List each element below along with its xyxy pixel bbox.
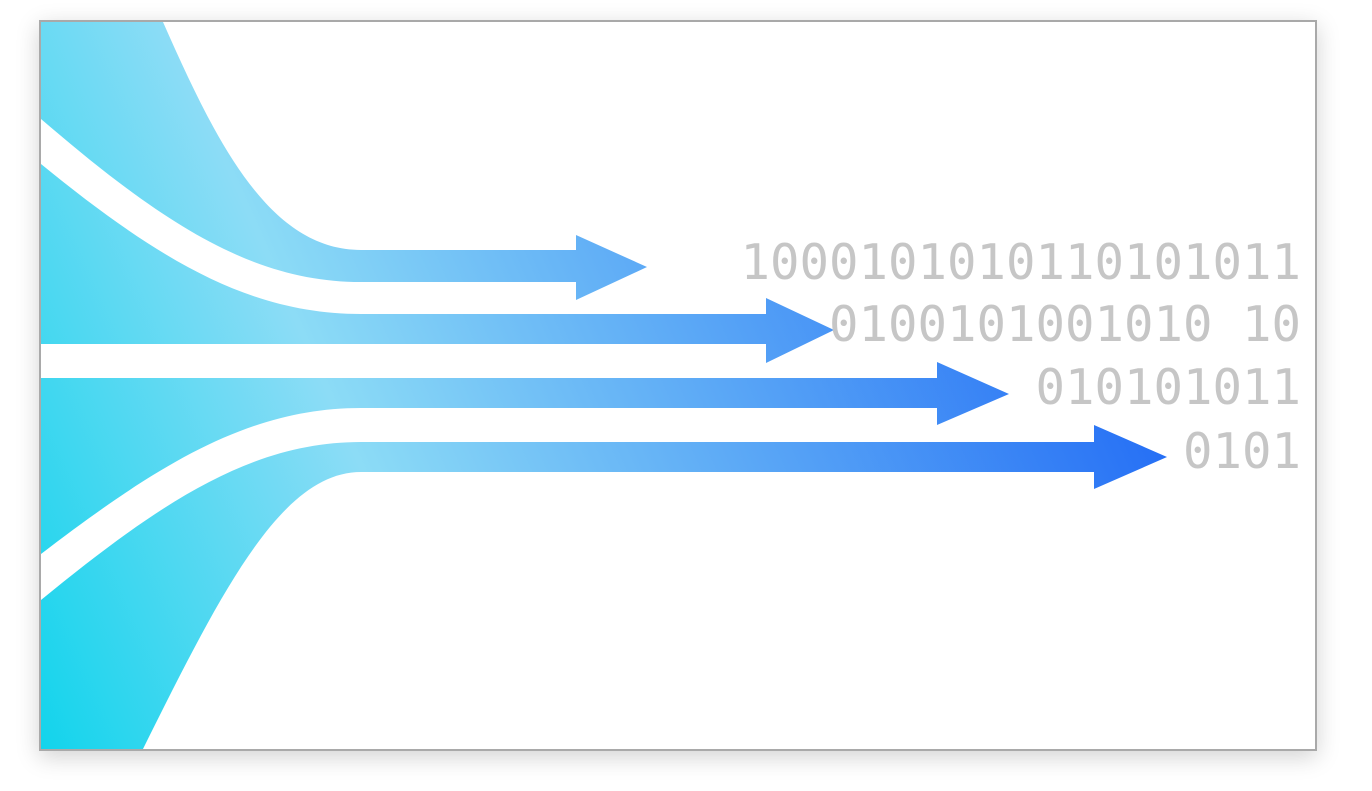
binary-string-1: 1000101010110101011: [740, 234, 1301, 291]
flow-band-2: [41, 164, 834, 363]
flow-band-1: [41, 22, 647, 300]
flow-band-4: [41, 425, 1167, 749]
binary-string-2: 0100101001010 10: [828, 296, 1301, 353]
binary-string-3: 010101011: [1035, 359, 1301, 416]
data-funnel-graphic: [41, 22, 1167, 749]
binary-string-4: 0101: [1182, 423, 1301, 480]
flow-band-3: [41, 362, 1009, 554]
diagram-card: 1000101010110101011 0100101001010 10 010…: [39, 20, 1317, 751]
